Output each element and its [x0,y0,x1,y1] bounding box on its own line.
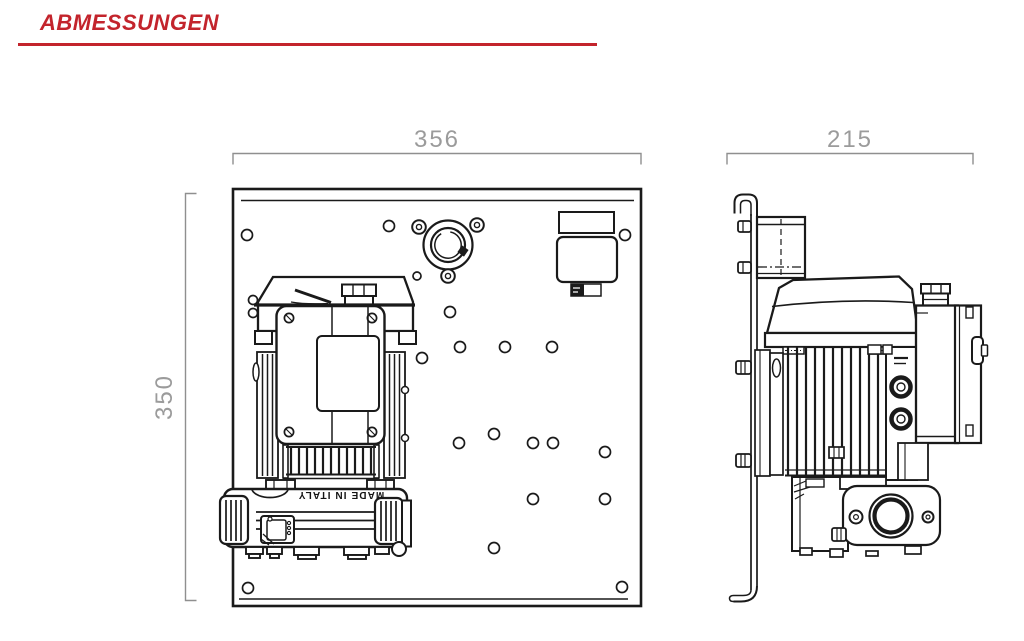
title-underline [18,43,597,46]
pump-body-front: MADE IN ITALY [218,487,412,560]
motor-side [754,275,921,481]
cable-entry-hole [889,407,913,431]
made-in-italy-label: MADE IN ITALY [298,489,385,500]
inlet-flange [411,217,485,284]
side-view-drawing: 215 [726,126,989,603]
front-width-value: 356 [414,126,460,153]
plate-holes [240,219,632,595]
dim-side-width: 215 [726,126,974,165]
switch-lever [294,288,332,304]
front-height-value: 350 [151,374,178,420]
cable-entry-hole [889,375,913,399]
mounting-bracket [728,193,758,603]
outlet-flange-assembly [791,442,942,558]
front-view-drawing: 356 350 [151,126,643,608]
dim-front-width: 356 [232,126,642,165]
side-width-value: 215 [827,126,873,153]
page-title: ABMESSUNGEN [40,10,220,35]
rating-labels [555,211,619,297]
dim-front-height: 350 [151,192,197,602]
nozzle-holder [755,215,807,280]
junction-box [914,283,989,445]
pump-motor-front [252,275,417,492]
